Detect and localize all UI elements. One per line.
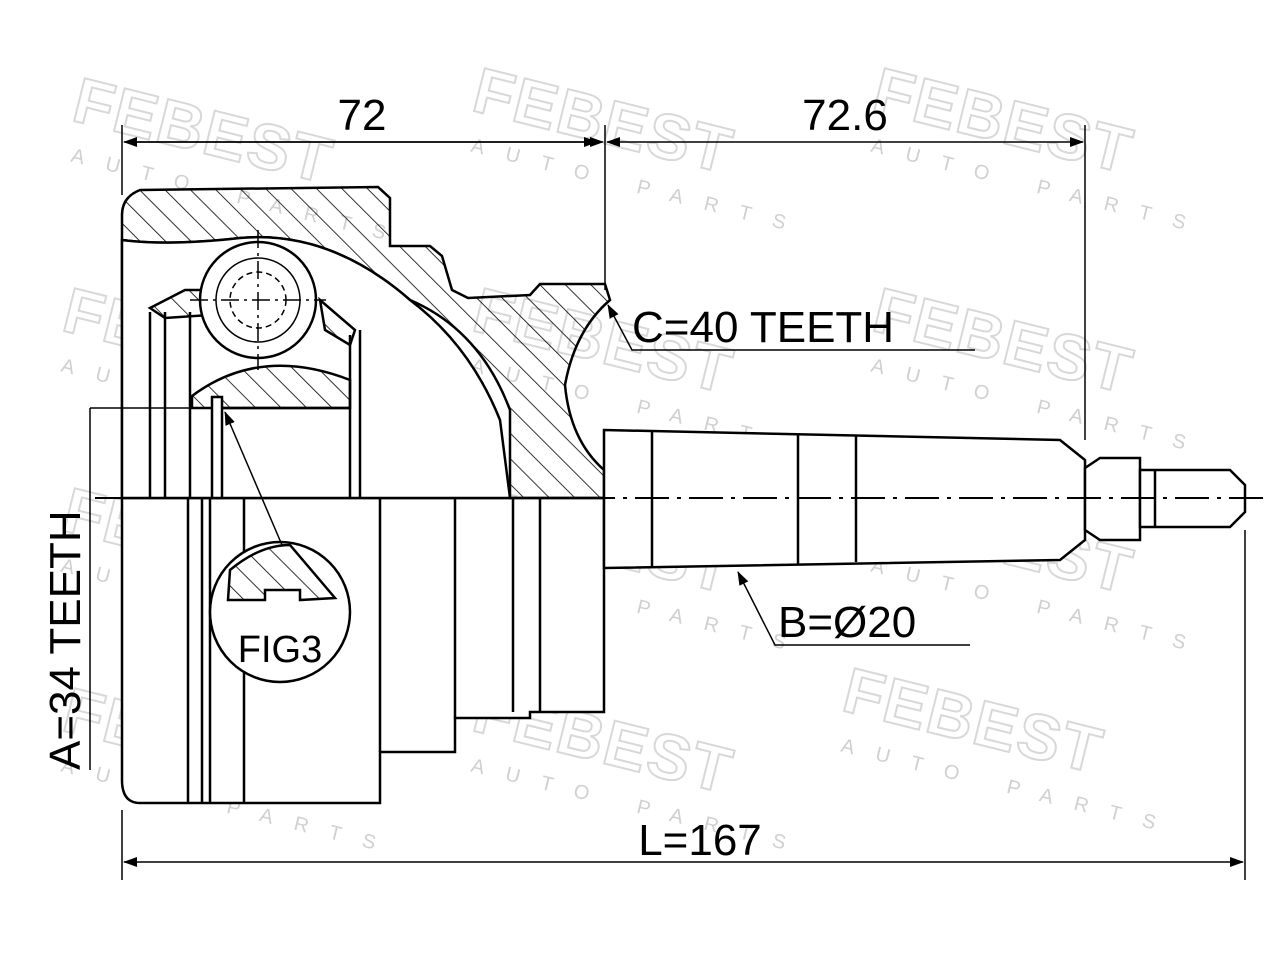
cv-ball (190, 230, 326, 370)
dim-72: 72 (121, 91, 606, 290)
dim-72-label: 72 (338, 91, 387, 140)
fig3-leader (224, 411, 283, 546)
housing-section (120, 185, 612, 500)
dim-a-teeth: A=34 TEETH (41, 407, 212, 770)
dim-length-label: L=167 (638, 816, 762, 865)
fig3-label: FIG3 (238, 629, 322, 671)
dim-length: L=167 (121, 530, 1246, 880)
dim-b-diameter-label: B=Ø20 (778, 598, 916, 647)
fig3-detail: FIG3 (208, 411, 352, 684)
dim-a-teeth-label: A=34 TEETH (41, 510, 90, 770)
drive-shaft (602, 428, 1247, 570)
dim-c-teeth: C=40 TEETH (607, 303, 975, 352)
dim-c-teeth-label: C=40 TEETH (632, 303, 894, 352)
dim-b-diameter: B=Ø20 (737, 571, 970, 647)
dim-72-6: 72.6 (606, 91, 1086, 440)
dim-72-6-label: 72.6 (802, 91, 888, 140)
